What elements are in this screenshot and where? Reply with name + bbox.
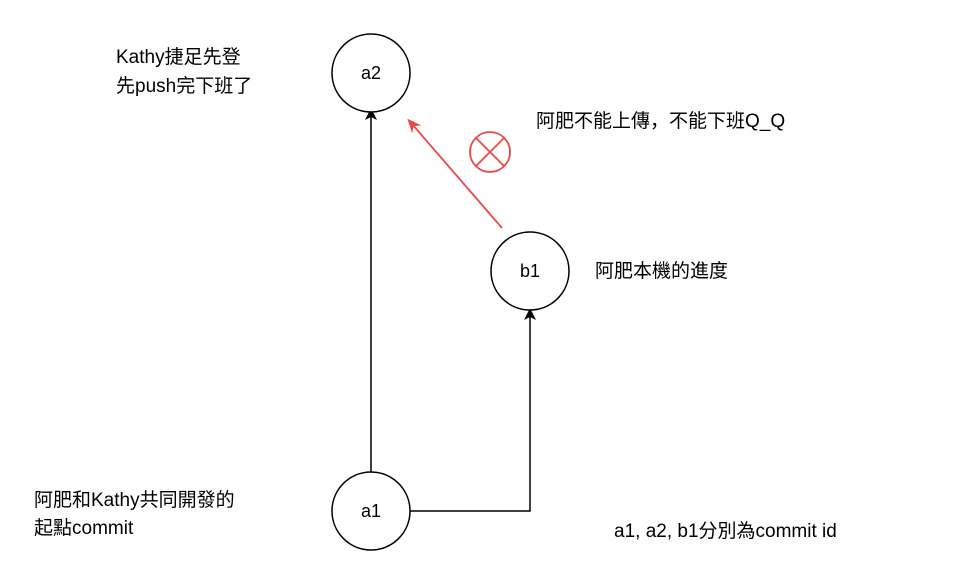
commit-label-a1: a1 bbox=[361, 501, 381, 521]
edge-b1-to-a2-rejected bbox=[407, 118, 503, 229]
commit-node-a2: a2 bbox=[331, 33, 411, 113]
commit-label-b1: b1 bbox=[520, 261, 540, 281]
commit-node-a1: a1 bbox=[331, 471, 411, 551]
annotation-common-start-line-2: 起點commit bbox=[34, 517, 134, 539]
circle-x-icon bbox=[469, 131, 511, 173]
edge-a1-to-b1 bbox=[410, 308, 536, 512]
annotation-common-start-line-1: 阿肥和Kathy共同開發的 bbox=[34, 489, 235, 511]
annotation-local-progress: 阿肥本機的進度 bbox=[595, 260, 728, 282]
annotation-kathy-push-line-2: 先push完下班了 bbox=[116, 75, 252, 97]
annotation-cannot-upload: 阿肥不能上傳，不能下班Q_Q bbox=[536, 110, 785, 132]
annotation-kathy-push: Kathy捷足先登 先push完下班了 bbox=[116, 46, 252, 97]
commit-label-a2: a2 bbox=[361, 63, 381, 83]
annotation-kathy-push-line-1: Kathy捷足先登 bbox=[116, 46, 241, 68]
annotation-commit-id-note: a1, a2, b1分別為commit id bbox=[614, 520, 837, 542]
commit-node-b1: b1 bbox=[490, 231, 570, 311]
annotation-common-start: 阿肥和Kathy共同開發的 起點commit bbox=[34, 489, 235, 539]
